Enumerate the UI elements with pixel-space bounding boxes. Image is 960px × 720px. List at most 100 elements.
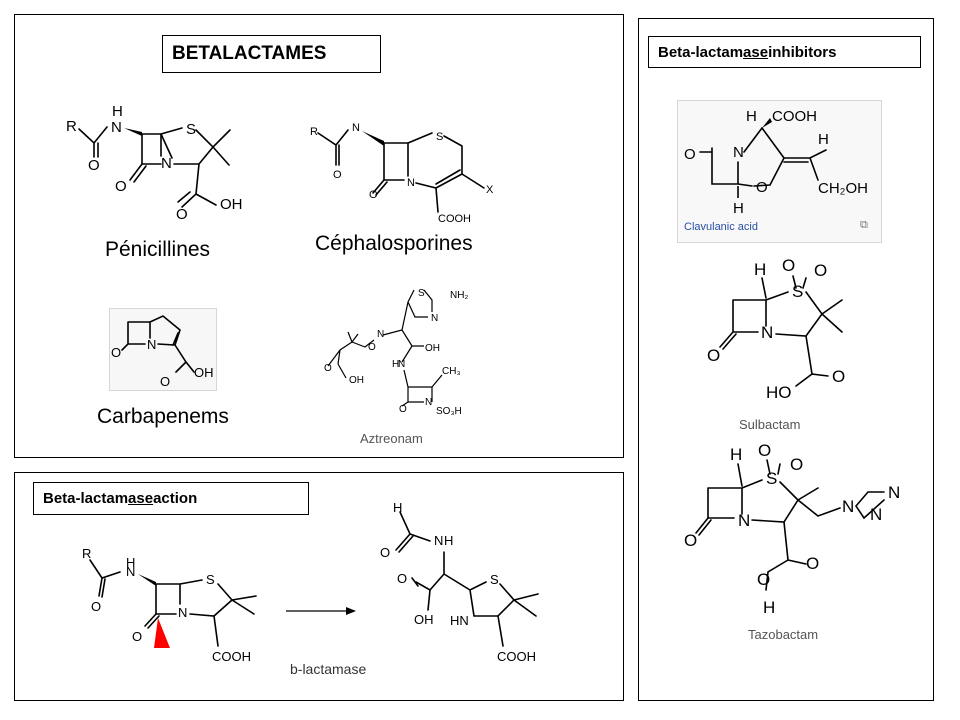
atom-n: N bbox=[178, 605, 187, 620]
atom-n: N bbox=[111, 119, 122, 136]
clavulanic-acid-label[interactable]: Clavulanic acid bbox=[684, 221, 758, 233]
atom-oh: OH bbox=[349, 375, 364, 386]
atom-s: S bbox=[418, 288, 425, 299]
atom-o: O bbox=[324, 363, 332, 374]
atom-s: S bbox=[436, 131, 443, 143]
atom-h: H bbox=[763, 598, 775, 617]
atom-o: O bbox=[88, 157, 100, 174]
atom-h: H bbox=[126, 555, 135, 570]
atom-o: O bbox=[380, 545, 390, 560]
atom-o: O bbox=[806, 554, 819, 573]
atom-o: O bbox=[684, 531, 697, 550]
atom-n: N bbox=[761, 323, 773, 342]
atom-oh: OH bbox=[425, 343, 440, 354]
atom-n: N bbox=[733, 144, 744, 161]
atom-so3h: SO₃H bbox=[436, 406, 462, 417]
clavulanic-acid-card bbox=[677, 100, 882, 243]
atom-o: O bbox=[111, 345, 121, 360]
atom-x: X bbox=[486, 184, 494, 196]
atom-o: O bbox=[782, 256, 795, 275]
atom-o: O bbox=[368, 342, 376, 353]
atom-s: S bbox=[490, 572, 499, 587]
atom-o: O bbox=[333, 169, 342, 181]
atom-o: O bbox=[160, 374, 170, 389]
atom-n: N bbox=[407, 177, 415, 189]
atom-h: H bbox=[754, 260, 766, 279]
atom-n: N bbox=[842, 497, 854, 516]
atom-cooh: COOH bbox=[212, 649, 251, 664]
main-title: BETALACTAMES bbox=[162, 35, 381, 73]
atom-nh2: NH₂ bbox=[450, 290, 468, 301]
atom-n: N bbox=[126, 564, 135, 579]
atom-o: O bbox=[790, 455, 803, 474]
atom-cooh: COOH bbox=[438, 213, 471, 225]
cephalosporines-label: Céphalosporines bbox=[315, 232, 473, 255]
atom-ch3: CH₃ bbox=[442, 366, 461, 377]
cleavage-marker bbox=[154, 618, 170, 648]
atom-o: O bbox=[115, 178, 127, 195]
enlarge-icon[interactable]: ⧉ bbox=[860, 219, 868, 231]
atom-n: N bbox=[398, 359, 405, 370]
atom-s: S bbox=[766, 469, 777, 488]
atom-o: O bbox=[707, 346, 720, 365]
atom-o: O bbox=[758, 441, 771, 460]
atom-ch2oh: CH₂OH bbox=[818, 180, 868, 197]
atom-ho: HO bbox=[766, 383, 792, 402]
atom-cooh: COOH bbox=[497, 649, 536, 664]
atom-s: S bbox=[792, 282, 803, 301]
tazobactam-label: Tazobactam bbox=[748, 627, 819, 642]
atom-n: N bbox=[352, 122, 360, 134]
atom-r: R bbox=[310, 126, 318, 138]
atom-n: N bbox=[377, 329, 384, 340]
atom-n: N bbox=[425, 397, 432, 408]
atom-o: O bbox=[814, 261, 827, 280]
atom-oh: OH bbox=[220, 196, 243, 213]
atom-h: H bbox=[818, 131, 829, 148]
atom-o: O bbox=[176, 206, 188, 223]
atom-n: N bbox=[147, 337, 156, 352]
atom-n: N bbox=[888, 483, 900, 502]
atom-s: S bbox=[206, 572, 215, 587]
atom-o: O bbox=[369, 189, 378, 201]
sulbactam-label: Sulbactam bbox=[739, 417, 801, 432]
atom-cooh: COOH bbox=[772, 108, 817, 125]
atom-o: O bbox=[684, 146, 696, 163]
atom-h: H bbox=[746, 108, 757, 125]
atom-o: O bbox=[756, 179, 768, 196]
atom-oh: OH bbox=[414, 612, 434, 627]
atom-nh: N bbox=[434, 533, 443, 548]
atom-n: N bbox=[431, 313, 438, 324]
atom-o: O bbox=[132, 629, 142, 644]
penicillines-label: Pénicillines bbox=[105, 238, 211, 261]
atom-h: H bbox=[392, 359, 399, 370]
atom-o: O bbox=[91, 599, 101, 614]
atom-n: N bbox=[738, 511, 750, 530]
atom-r: R bbox=[66, 118, 77, 135]
atom-h: H bbox=[112, 103, 123, 120]
atom-n: N bbox=[161, 155, 172, 172]
atom-r: R bbox=[82, 546, 91, 561]
carbapenem-image bbox=[109, 308, 217, 391]
enzyme-label: b-lactamase bbox=[290, 661, 367, 677]
atom-h: H bbox=[444, 533, 453, 548]
atom-o: O bbox=[397, 571, 407, 586]
atom-hn: HN bbox=[450, 613, 469, 628]
atom-o: O bbox=[832, 367, 845, 386]
aztreonam-label: Aztreonam bbox=[360, 431, 423, 446]
atom-oh: OH bbox=[194, 365, 214, 380]
atom-h: H bbox=[393, 500, 402, 515]
atom-o: O bbox=[399, 404, 407, 415]
atom-h: H bbox=[733, 200, 744, 217]
